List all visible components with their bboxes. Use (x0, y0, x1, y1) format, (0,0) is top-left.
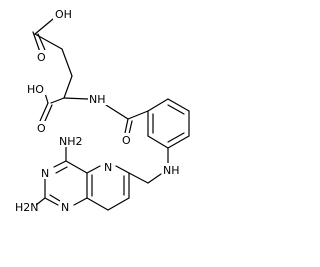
bond-pyrimidine-c4-n3-inner (55, 166, 68, 174)
bond-pyridine-n-c (115, 165, 130, 174)
bond-carbonyl-o-b (128, 120, 133, 135)
bond-pyrimidine-c2-nh2 (35, 197, 46, 206)
bond-lines (32, 18, 190, 211)
bond-cooh-alpha-o-b (44, 104, 53, 122)
bond-pyridine-c4a-n (86, 165, 101, 174)
bond-nh-ch2 (147, 173, 162, 184)
label-nh-link: NH (163, 164, 180, 177)
bond-cooh-alpha-o-a (39, 102, 49, 122)
label-o-amide: O (122, 134, 131, 147)
bond-benzene-inner-2 (167, 132, 185, 143)
molecule-structure-diagram: OH O HO O NH O NH N NH2 N N H2N (14, 7, 190, 214)
label-nh-amide: NH (89, 93, 106, 106)
bond-pyrimidine-c4-n3 (53, 160, 67, 168)
atom-labels: OH O HO O NH O NH N NH2 N N H2N (14, 7, 181, 214)
bond-cooh-top-o-a (32, 31, 41, 53)
bond-chain-3 (63, 75, 73, 99)
bond-nh-carbonyl (105, 104, 129, 120)
bond-benzene-3 (167, 135, 190, 149)
label-oh-top: OH (55, 8, 72, 21)
bond-pyrimidine-c4a-c4 (65, 160, 88, 174)
bond-calpha-nh (63, 97, 89, 100)
bond-benzene-5 (167, 98, 190, 112)
bond-pyridine-c8-c8a (86, 197, 109, 211)
bond-benzene-6 (147, 98, 169, 112)
bond-chain-1 (34, 33, 63, 50)
label-nh2-lower: H2N (15, 201, 39, 214)
bond-pyrimidine-c2-n1-inner (49, 194, 61, 202)
bond-pyridine-c7-c8 (107, 197, 130, 211)
label-n-pyrimidine-3: N (41, 167, 49, 180)
bond-carbonyl-ring (127, 110, 149, 120)
bond-pyrimidine-n1-c8a (73, 197, 88, 206)
bond-chain-2 (61, 48, 73, 77)
label-o-top: O (37, 51, 46, 64)
label-n-pyrimidine-1: N (61, 201, 69, 214)
bond-benzene-2 (147, 135, 169, 149)
bond-carbonyl-o-a (124, 118, 129, 134)
bond-ch2-pyridine (128, 172, 149, 184)
label-o-left: O (37, 122, 46, 135)
label-ho-left: HO (27, 83, 44, 96)
bond-cooh-alpha (50, 97, 65, 104)
bond-cooh-top-oh (34, 18, 54, 35)
bond-pyrimidine-c2-n1 (44, 197, 59, 206)
bond-benzene-inner-3 (167, 104, 185, 115)
label-nh2-upper: NH2 (59, 135, 83, 148)
label-n-pyridine: N (104, 161, 112, 174)
